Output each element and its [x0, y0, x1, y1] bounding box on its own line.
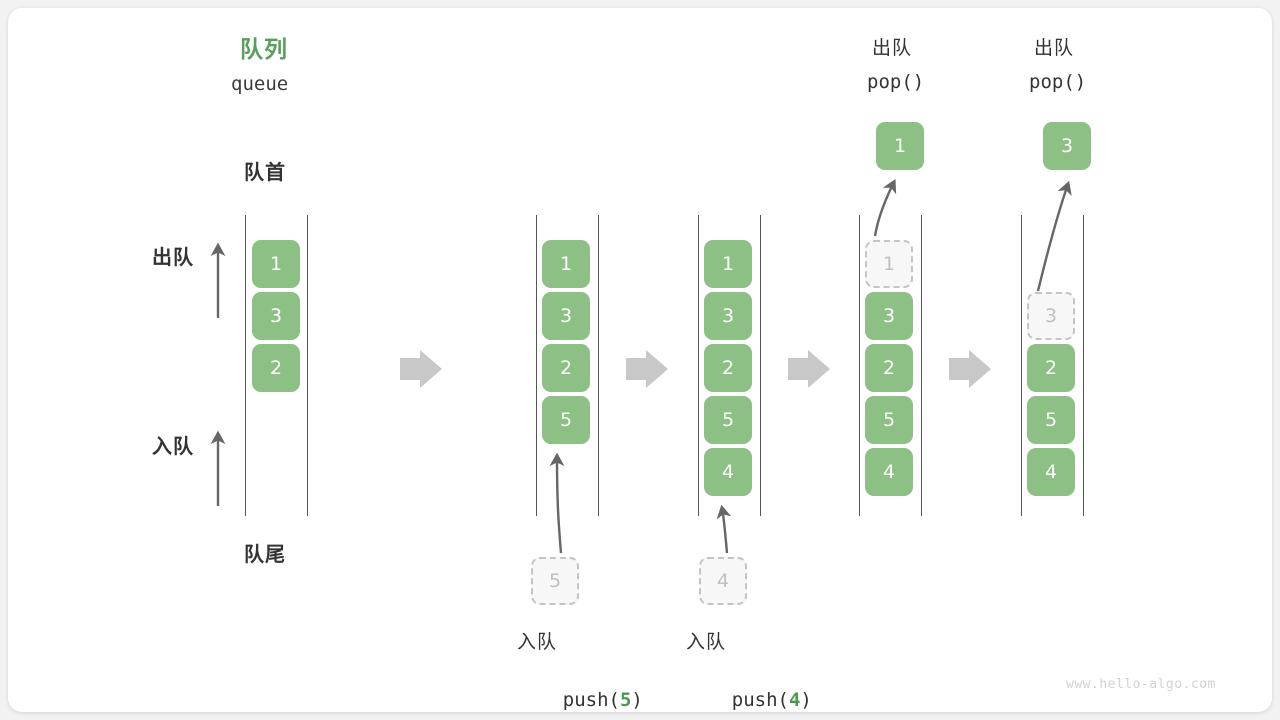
step-arrow-1	[400, 350, 442, 388]
queue-cell: 4	[865, 448, 913, 496]
push4-caption-code: push(4)	[686, 664, 812, 712]
queue-rail-right	[598, 215, 599, 516]
queue-rail-right	[921, 215, 922, 516]
push4-code-suffix: )	[800, 689, 812, 712]
push-4-arrow	[716, 504, 732, 554]
step-arrow-3	[788, 350, 830, 388]
queue-cell: 1	[542, 240, 590, 288]
incoming-ghost-cell-5: 5	[531, 557, 579, 605]
push5-code-prefix: push(	[562, 689, 620, 712]
queue-cell: 2	[1027, 344, 1075, 392]
pop1-caption-code: pop()	[867, 71, 925, 93]
incoming-ghost-cell-4: 4	[699, 557, 747, 605]
watermark: www.hello-algo.com	[1066, 677, 1216, 692]
queue-cell: 2	[704, 344, 752, 392]
popped-cell-3: 3	[1043, 122, 1091, 170]
pop1-caption-cn: 出队	[872, 37, 913, 59]
push5-code-suffix: )	[631, 689, 643, 712]
popped-cell-1: 1	[876, 122, 924, 170]
queue-rail-left	[1021, 215, 1022, 516]
push4-code-prefix: push(	[731, 689, 789, 712]
queue-cell: 2	[865, 344, 913, 392]
pop-3-arrow	[1036, 180, 1072, 292]
queue-rail-left	[536, 215, 537, 516]
push5-caption-cn: 入队	[517, 631, 558, 653]
queue-cell: 2	[252, 344, 300, 392]
page-title: 队列	[240, 37, 288, 63]
pop-1-arrow	[873, 178, 897, 237]
queue-rail-left	[859, 215, 860, 516]
queue-rail-left	[698, 215, 699, 516]
queue-cell: 3	[542, 292, 590, 340]
dequeue-side-label: 出队	[152, 245, 194, 269]
queue-cell: 4	[704, 448, 752, 496]
page-subtitle: queue	[231, 73, 289, 95]
queue-cell-ghost: 1	[865, 240, 913, 288]
enqueue-side-label: 入队	[152, 434, 194, 458]
queue-cell: 3	[252, 292, 300, 340]
push5-caption-code: push(5)	[517, 664, 643, 712]
queue-cell: 5	[542, 396, 590, 444]
queue-cell: 3	[704, 292, 752, 340]
queue-cell: 5	[865, 396, 913, 444]
diagram-card: 队列 queue 队首 队尾 出队 入队 出队 pop() 出队 pop() 1…	[8, 8, 1272, 712]
step-arrow-2	[626, 350, 668, 388]
queue-cell: 1	[252, 240, 300, 288]
queue-cell: 5	[1027, 396, 1075, 444]
step-arrow-4	[949, 350, 991, 388]
queue-cell-ghost: 3	[1027, 292, 1075, 340]
push-5-arrow	[549, 452, 565, 554]
rear-label: 队尾	[244, 542, 286, 566]
queue-cell: 4	[1027, 448, 1075, 496]
push5-code-num: 5	[619, 689, 632, 712]
queue-cell: 3	[865, 292, 913, 340]
queue-cell: 5	[704, 396, 752, 444]
front-label: 队首	[244, 160, 286, 184]
pop3-caption-cn: 出队	[1034, 37, 1075, 59]
push4-code-num: 4	[788, 689, 801, 712]
queue-rail-left	[245, 215, 246, 516]
queue-rail-right	[1083, 215, 1084, 516]
push4-caption-cn: 入队	[686, 631, 727, 653]
queue-cell: 2	[542, 344, 590, 392]
pop3-caption-code: pop()	[1029, 71, 1087, 93]
queue-rail-right	[760, 215, 761, 516]
queue-cell: 1	[704, 240, 752, 288]
queue-rail-right	[307, 215, 308, 516]
